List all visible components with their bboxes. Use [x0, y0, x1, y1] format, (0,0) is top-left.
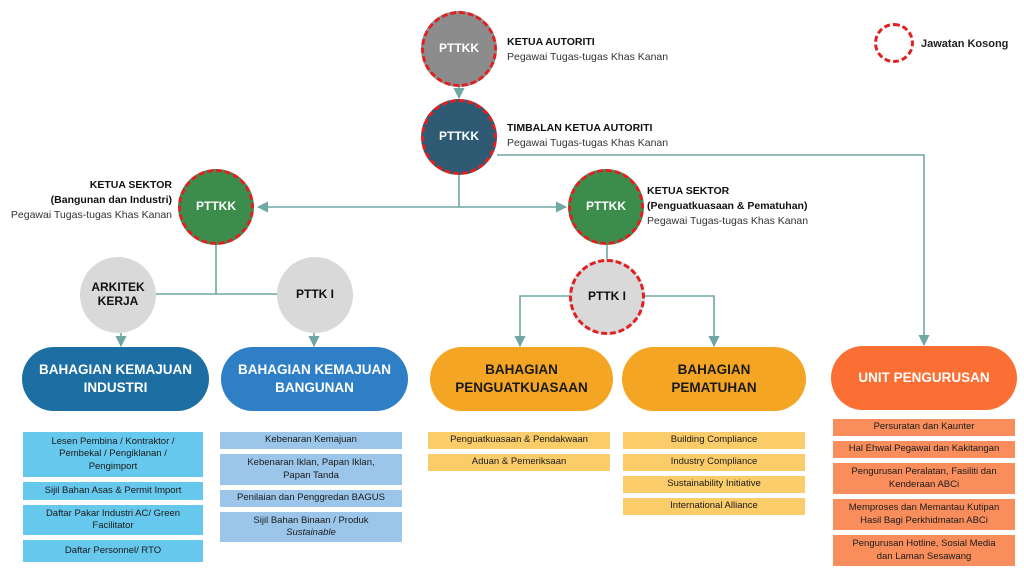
- connector-to-unit-pengurusan: [497, 154, 930, 347]
- caption-title: KETUA SEKTOR: [647, 185, 730, 197]
- item-line-1: Memproses dan Memantau Kutipan: [848, 502, 1000, 513]
- node-label: PTTKK: [196, 199, 236, 214]
- legend-dashed-circle: [874, 23, 914, 63]
- item-line-1: Penilaian dan Penggredan BAGUS: [237, 492, 385, 504]
- item-line-2: Papan Tanda: [283, 469, 339, 481]
- node-label: PTTK I: [296, 287, 334, 302]
- node-pttk-i-left: PTTK I: [277, 257, 353, 333]
- item-pematuhan-international: International Alliance: [622, 497, 806, 516]
- item-line-2: Pembekal / Pengiklanan /: [59, 448, 167, 460]
- node-ketua-sektor-penguatkuasaan: PTTKK: [568, 169, 644, 245]
- item-line-1: Daftar Pakar Industri AC/ Green: [45, 507, 181, 519]
- dept-kemajuan-bangunan: BAHAGIAN KEMAJUAN BANGUNAN: [221, 347, 408, 411]
- node-line-1: ARKITEK: [91, 280, 145, 295]
- dept-line-1: BAHAGIAN: [677, 362, 751, 377]
- item-pematuhan-sustainability: Sustainability Initiative: [622, 475, 806, 494]
- caption-subtitle: Pegawai Tugas-tugas Khas Kanan: [507, 137, 669, 149]
- node-pttk-i-right: PTTK I: [569, 259, 645, 335]
- item-penguatkuasaan-aduan: Aduan & Pemeriksaan: [427, 453, 611, 472]
- item-line-1: Building Compliance: [670, 434, 758, 446]
- caption-subtitle: Pegawai Tugas-tugas Khas Kanan: [647, 215, 809, 227]
- item-industri-lesen: Lesen Pembina / Kontraktor / Pembekal / …: [22, 431, 204, 478]
- node-arkitek-kerja: ARKITEK KERJA: [80, 257, 156, 333]
- item-line-2: Facilitator: [92, 520, 134, 531]
- item-bangunan-kebenaran-iklan: Kebenaran Iklan, Papan Iklan, Papan Tand…: [219, 453, 403, 486]
- item-pematuhan-industry: Industry Compliance: [622, 453, 806, 472]
- item-line-2: Sustainable: [286, 527, 336, 538]
- item-line-1: Sijil Bahan Asas & Permit Import: [44, 484, 182, 496]
- caption-title-2: (Bangunan dan Industri): [50, 194, 172, 206]
- item-line-1: Kebenaran Iklan, Papan Iklan,: [247, 457, 375, 468]
- item-pengurusan-hotline: Pengurusan Hotline, Sosial Media dan Lam…: [832, 534, 1016, 567]
- dept-line-2: PEMATUHAN: [671, 380, 757, 395]
- caption-subtitle: Pegawai Tugas-tugas Khas Kanan: [507, 51, 669, 63]
- dept-line-1: BAHAGIAN: [485, 362, 558, 377]
- connector-to-pematuhan: [644, 295, 720, 348]
- item-penguatkuasaan-pendakwaan: Penguatkuasaan & Pendakwaan: [427, 431, 611, 450]
- item-line-1: Persuratan dan Kaunter: [873, 421, 975, 433]
- dept-line-1: UNIT PENGURUSAN: [858, 370, 990, 385]
- dept-penguatkuasaan: BAHAGIAN PENGUATKUASAAN: [430, 347, 613, 411]
- dept-pematuhan: BAHAGIAN PEMATUHAN: [622, 347, 806, 411]
- dept-line-2: BANGUNAN: [275, 380, 354, 395]
- item-bangunan-kebenaran-kemajuan: Kebenaran Kemajuan: [219, 431, 403, 450]
- caption-title-2: (Penguatkuasaan & Pematuhan): [647, 200, 808, 212]
- item-line-3: Pengimport: [88, 460, 138, 472]
- node-ketua-sektor-bangunan: PTTKK: [178, 169, 254, 245]
- node-line-2: KERJA: [97, 294, 139, 308]
- node-label: PTTK I: [588, 289, 626, 304]
- caption-ketua-sektor-penguatkuasaan: KETUA SEKTOR (Penguatkuasaan & Pematuhan…: [647, 184, 808, 229]
- item-line-1: International Alliance: [670, 500, 758, 512]
- item-industri-daftar-pakar: Daftar Pakar Industri AC/ Green Facilita…: [22, 504, 204, 536]
- dept-kemajuan-industri: BAHAGIAN KEMAJUAN INDUSTRI: [22, 347, 209, 411]
- legend-label: Jawatan Kosong: [921, 38, 1009, 50]
- dept-unit-pengurusan: UNIT PENGURUSAN: [831, 346, 1017, 410]
- connector-to-penguatkuasaan: [514, 295, 570, 348]
- node-label: PTTKK: [586, 199, 626, 214]
- node-label: PTTKK: [439, 41, 479, 56]
- caption-title: KETUA AUTORITI: [507, 36, 595, 48]
- node-timbalan-ketua-autoriti: PTTKK: [421, 99, 497, 175]
- caption-ketua-sektor-bangunan: KETUA SEKTOR (Bangunan dan Industri) Peg…: [11, 178, 172, 223]
- item-line-1: Daftar Personnel/ RTO: [64, 544, 162, 556]
- item-line-2: Kenderaan ABCi: [888, 478, 960, 490]
- caption-title: KETUA SEKTOR: [89, 179, 172, 191]
- item-line-1: Pengurusan Hotline, Sosial Media: [852, 538, 996, 549]
- item-pengurusan-kutipan: Memproses dan Memantau Kutipan Hasil Bag…: [832, 498, 1016, 531]
- node-label: PTTKK: [439, 129, 479, 144]
- item-line-1: Industry Compliance: [670, 456, 758, 468]
- caption-ketua-autoriti: KETUA AUTORITI Pegawai Tugas-tugas Khas …: [507, 35, 668, 65]
- item-industri-sijil: Sijil Bahan Asas & Permit Import: [22, 481, 204, 501]
- item-bangunan-sijil-bahan: Sijil Bahan Binaan / Produk Sustainable: [219, 511, 403, 543]
- item-line-1: Kebenaran Kemajuan: [265, 434, 357, 446]
- item-pengurusan-persuratan: Persuratan dan Kaunter: [832, 418, 1016, 437]
- dept-line-1: BAHAGIAN KEMAJUAN: [38, 362, 192, 377]
- item-industri-daftar-personnel: Daftar Personnel/ RTO: [22, 539, 204, 563]
- item-line-1: Hal Ehwal Pegawai dan Kakitangan: [848, 443, 1000, 455]
- dept-line-2: INDUSTRI: [83, 380, 148, 395]
- item-line-1: Penguatkuasaan & Pendakwaan: [450, 434, 588, 446]
- item-pengurusan-peralatan: Pengurusan Peralatan, Fasiliti dan Kende…: [832, 462, 1016, 495]
- item-line-2: Hasil Bagi Perkhidmatan ABCi: [860, 514, 988, 526]
- dept-line-2: PENGUATKUASAAN: [455, 380, 588, 395]
- item-pengurusan-hal-ehwal: Hal Ehwal Pegawai dan Kakitangan: [832, 440, 1016, 459]
- caption-timbalan-ketua-autoriti: TIMBALAN KETUA AUTORITI Pegawai Tugas-tu…: [507, 121, 668, 151]
- caption-subtitle: Pegawai Tugas-tugas Khas Kanan: [10, 209, 172, 221]
- item-line-1: Pengurusan Peralatan, Fasiliti dan: [851, 466, 997, 477]
- caption-title: TIMBALAN KETUA AUTORITI: [507, 122, 653, 134]
- item-pematuhan-building: Building Compliance: [622, 431, 806, 450]
- item-line-1: Lesen Pembina / Kontraktor /: [51, 435, 175, 447]
- item-line-1: Aduan & Pemeriksaan: [471, 456, 567, 468]
- node-ketua-autoriti: PTTKK: [421, 11, 497, 87]
- item-line-2: dan Laman Sesawang: [876, 550, 972, 562]
- item-line-1: Sijil Bahan Binaan / Produk: [253, 514, 369, 526]
- dept-line-1: BAHAGIAN KEMAJUAN: [237, 362, 391, 377]
- item-line-1: Sustainability Initiative: [667, 478, 761, 490]
- item-bangunan-penilaian-bagus: Penilaian dan Penggredan BAGUS: [219, 489, 403, 508]
